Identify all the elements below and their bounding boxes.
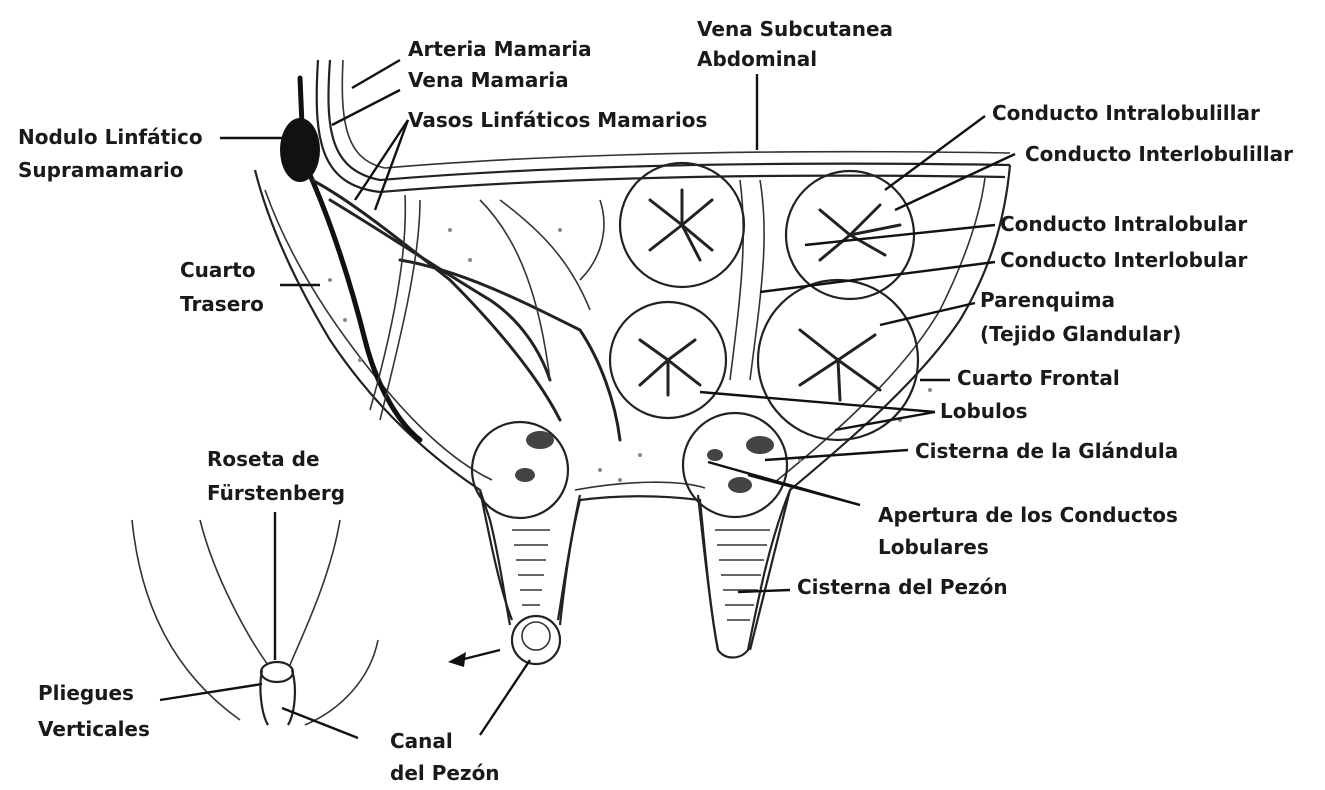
- label-lobulos: Lobulos: [940, 399, 1028, 423]
- label-nodulo-line1: Nodulo Linfático: [18, 125, 203, 149]
- teat-tip-inset: [132, 520, 378, 725]
- label-canal-line2: del Pezón: [390, 761, 500, 785]
- label-parenquima-line1: Parenquima: [980, 288, 1115, 312]
- label-cuarto-trasero-line2: Trasero: [180, 292, 264, 316]
- label-vena-subcutanea-line2: Abdominal: [697, 47, 817, 71]
- label-cisterna-pezon: Cisterna del Pezón: [797, 575, 1008, 599]
- label-conducto-intralobulillar: Conducto Intralobulillar: [992, 101, 1260, 125]
- label-pliegues-line1: Pliegues: [38, 681, 134, 705]
- label-roseta-line1: Roseta de: [207, 447, 320, 471]
- label-conducto-interlobular: Conducto Interlobular: [1000, 248, 1248, 272]
- label-cuarto-trasero-line1: Cuarto: [180, 258, 256, 282]
- label-pliegues-line2: Verticales: [38, 717, 150, 741]
- label-vasos-linfaticos: Vasos Linfáticos Mamarios: [408, 108, 707, 132]
- label-parenquima-line2: (Tejido Glandular): [980, 322, 1181, 346]
- label-arteria-mamaria: Arteria Mamaria: [408, 37, 592, 61]
- label-vena-subcutanea-line1: Vena Subcutanea: [697, 17, 893, 41]
- label-conducto-intralobular: Conducto Intralobular: [1000, 212, 1247, 236]
- gland-internal: [328, 163, 932, 518]
- label-cuarto-frontal: Cuarto Frontal: [957, 366, 1120, 390]
- label-canal-line1: Canal: [390, 729, 453, 753]
- label-apertura-line2: Lobulares: [878, 535, 989, 559]
- label-roseta-line2: Fürstenberg: [207, 481, 345, 505]
- label-cisterna-glandula: Cisterna de la Glándula: [915, 439, 1178, 463]
- label-nodulo-line2: Supramamario: [18, 158, 183, 182]
- label-vena-mamaria: Vena Mamaria: [408, 68, 569, 92]
- labels: Arteria Mamaria Vena Mamaria Vasos Linfá…: [18, 17, 1293, 785]
- label-apertura-line1: Apertura de los Conductos: [878, 503, 1178, 527]
- label-conducto-interlobulillar: Conducto Interlobulillar: [1025, 142, 1293, 166]
